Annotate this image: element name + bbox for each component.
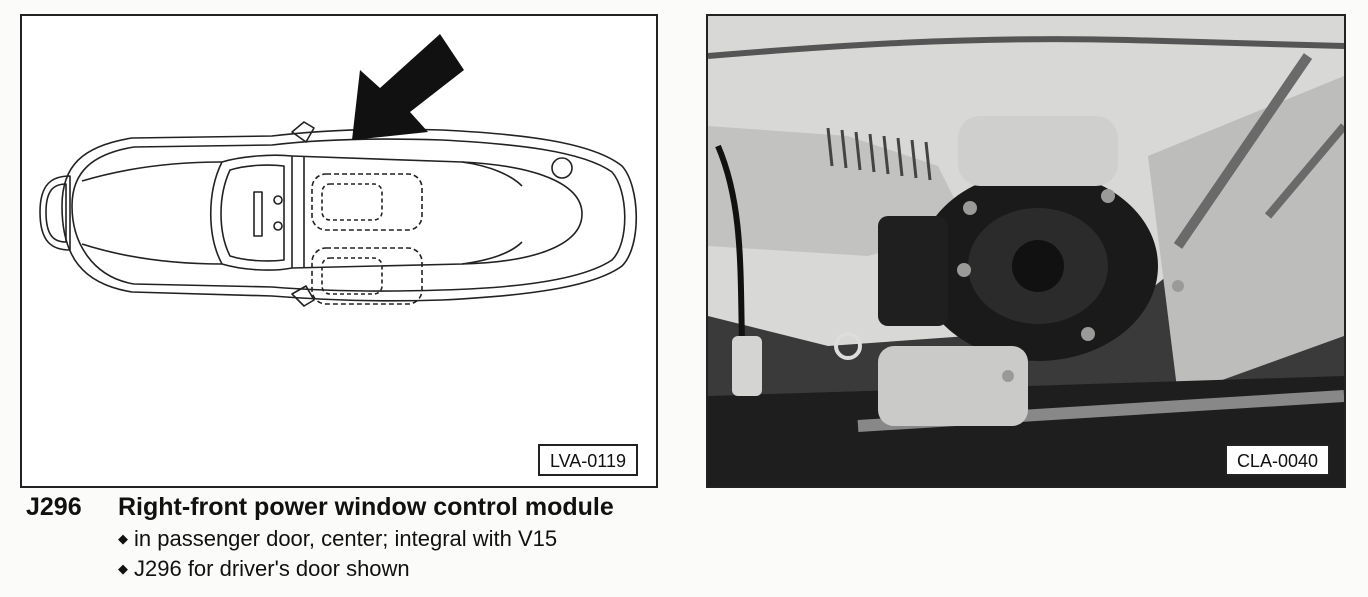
caption-heading: J296 Right-front power window control mod…	[26, 490, 1026, 524]
diamond-bullet-icon: ◆	[118, 531, 128, 546]
component-code: J296	[26, 493, 82, 521]
caption-bullets: ◆in passenger door, center; integral wit…	[26, 524, 1026, 584]
figure-id-right: CLA-0040	[1224, 444, 1330, 476]
component-title: Right-front power window control module	[118, 493, 614, 521]
list-item: ◆J296 for driver's door shown	[118, 554, 1026, 584]
figure-id-left: LVA-0119	[537, 444, 638, 476]
diamond-bullet-icon: ◆	[118, 561, 128, 576]
list-item: ◆in passenger door, center; integral wit…	[118, 524, 1026, 554]
arrow-pointer-icon	[352, 34, 464, 140]
car-location-diagram: LVA-0119	[20, 14, 658, 488]
module-photo: CLA-0040	[706, 14, 1346, 488]
door-module-photo-drawing	[708, 16, 1344, 486]
car-top-view-drawing	[39, 34, 637, 307]
caption: J296 Right-front power window control mod…	[26, 490, 1026, 584]
